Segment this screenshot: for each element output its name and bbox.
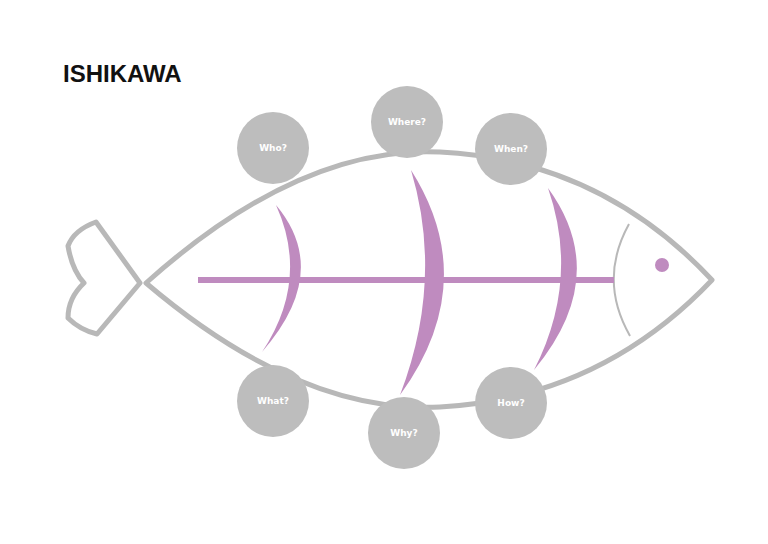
fish-body	[146, 152, 712, 408]
circle-fill	[475, 367, 547, 439]
question-label: Where?	[388, 117, 426, 127]
circle-fill	[475, 113, 547, 185]
question-circle: Who?	[237, 112, 309, 184]
question-label: Why?	[390, 428, 417, 438]
circle-fill	[237, 365, 309, 437]
circle-fill	[237, 112, 309, 184]
question-circle: Why?	[368, 397, 440, 469]
fish-tail	[68, 222, 140, 334]
question-circle: What?	[237, 365, 309, 437]
question-circle: Where?	[371, 86, 443, 158]
circle-fill	[371, 86, 443, 158]
question-label: How?	[497, 398, 524, 408]
circle-fill	[368, 397, 440, 469]
question-label: When?	[494, 144, 528, 154]
fish-gill	[614, 224, 630, 336]
question-circle: When?	[475, 113, 547, 185]
fish-bone	[534, 188, 577, 370]
fish-spine	[198, 277, 614, 283]
fish-bone	[262, 205, 301, 352]
question-label: What?	[257, 396, 289, 406]
fish-bone	[400, 170, 444, 395]
question-label: Who?	[259, 143, 287, 153]
diagram-title: ISHIKAWA	[63, 60, 182, 88]
question-circle: How?	[475, 367, 547, 439]
fish-eye	[655, 258, 669, 272]
